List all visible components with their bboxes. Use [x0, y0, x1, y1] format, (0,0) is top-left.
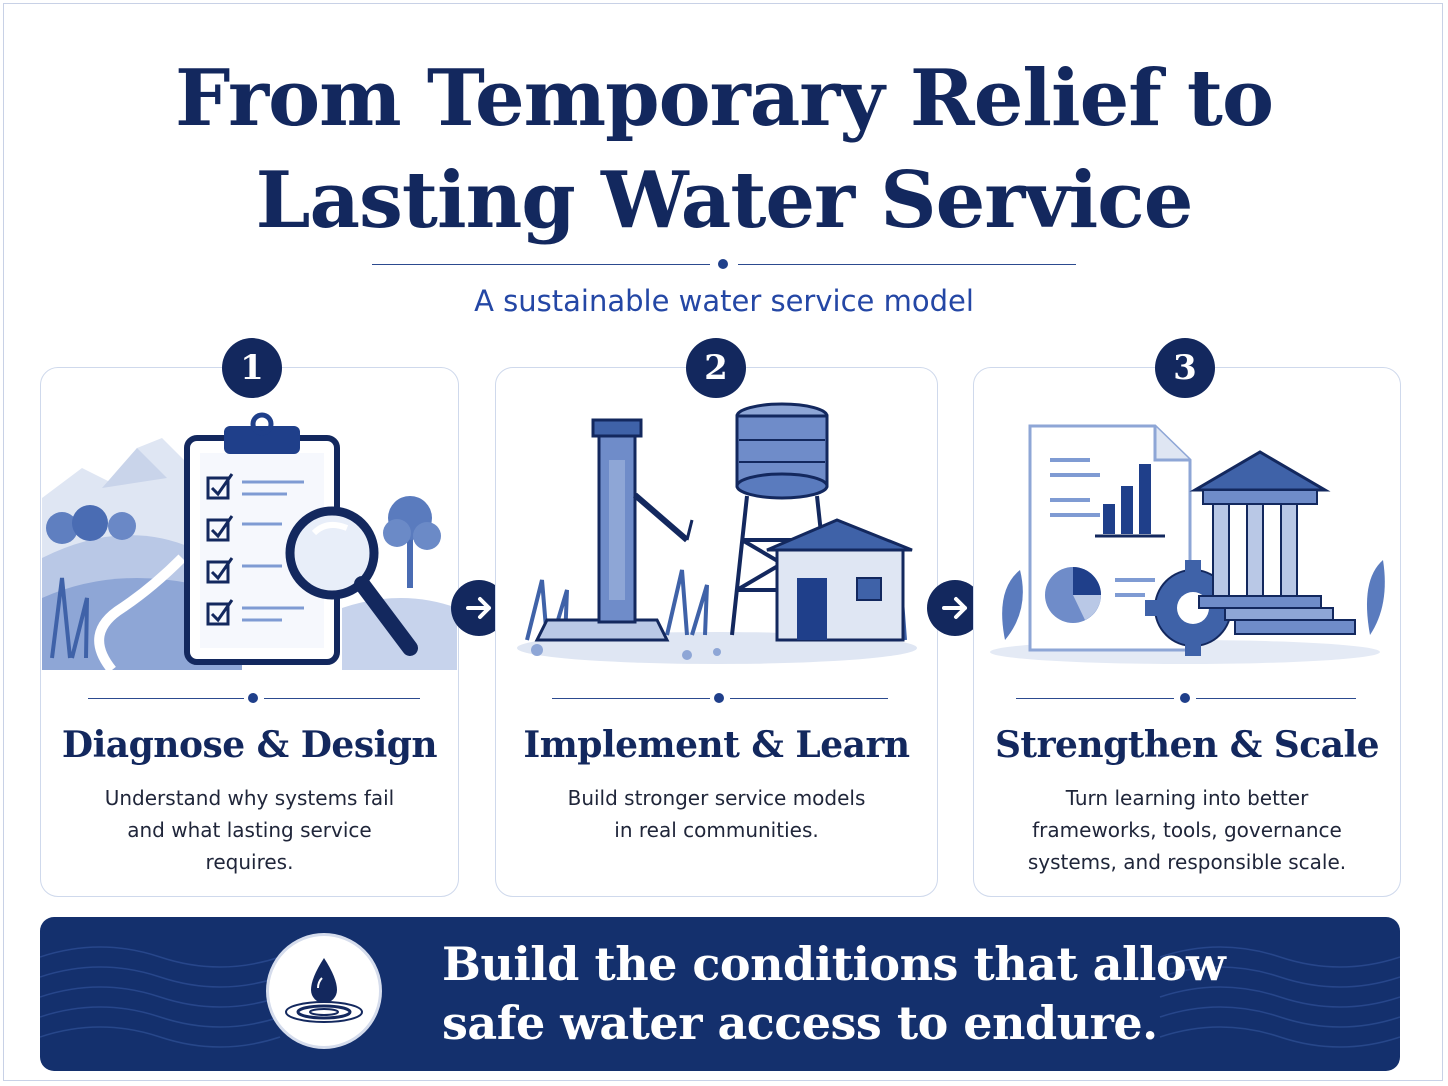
step-description-3: Turn learning into better frameworks, to…: [973, 782, 1401, 878]
step-divider-3-left: [1016, 698, 1174, 699]
step-divider-1-left: [88, 698, 244, 699]
header-divider-right: [738, 264, 1076, 265]
step-divider-3-right: [1196, 698, 1356, 699]
hand-pump-water-tower-icon: [517, 402, 917, 664]
title-line-1: From Temporary Relief to: [175, 53, 1274, 144]
step-divider-dot-3: [1180, 693, 1190, 703]
clipboard-magnifier-icon: [42, 412, 457, 670]
step-description-2-line-1: Build stronger service models: [567, 786, 866, 810]
banner-line-2: safe water access to endure.: [442, 996, 1158, 1050]
step-divider-dot-1: [248, 693, 258, 703]
step-number-badge-3: 3: [1155, 338, 1215, 398]
page-title: From Temporary Relief to Lasting Water S…: [0, 48, 1448, 252]
banner-message: Build the conditions that allow safe wat…: [442, 935, 1226, 1053]
report-institution-gear-icon: [990, 424, 1385, 664]
header-divider-left: [372, 264, 710, 265]
step-divider-2-right: [730, 698, 888, 699]
step-title-3: Strengthen & Scale: [994, 724, 1380, 766]
step-description-3-line-3: systems, and responsible scale.: [1027, 850, 1347, 874]
title-line-2: Lasting Water Service: [255, 155, 1194, 246]
step-description-1: Understand why systems fail and what las…: [40, 782, 459, 878]
step-divider-1-right: [264, 698, 420, 699]
header-divider-dot: [718, 259, 728, 269]
step-description-2-line-2: in real communities.: [614, 818, 819, 842]
step-divider-dot-2: [714, 693, 724, 703]
step-title-2: Implement & Learn: [523, 724, 910, 766]
water-drop-icon: [266, 933, 382, 1049]
step-divider-2-left: [552, 698, 710, 699]
step-description-3-line-2: frameworks, tools, governance: [1032, 818, 1342, 842]
step-number-badge-2: 2: [686, 338, 746, 398]
step-title-1: Diagnose & Design: [61, 724, 438, 766]
conclusion-banner: Build the conditions that allow safe wat…: [40, 917, 1400, 1071]
step-description-1-line-2: and what lasting service: [127, 818, 372, 842]
page-frame: [3, 3, 1443, 1081]
wave-pattern-icon: [40, 946, 1400, 1048]
step-description-3-line-1: Turn learning into better: [1065, 786, 1309, 810]
step-description-1-line-1: Understand why systems fail: [104, 786, 395, 810]
step-description-2: Build stronger service models in real co…: [495, 782, 938, 846]
step-description-1-line-3: requires.: [205, 850, 294, 874]
banner-line-1: Build the conditions that allow: [442, 937, 1226, 991]
page-subtitle: A sustainable water service model: [474, 284, 974, 318]
step-number-badge-1: 1: [222, 338, 282, 398]
